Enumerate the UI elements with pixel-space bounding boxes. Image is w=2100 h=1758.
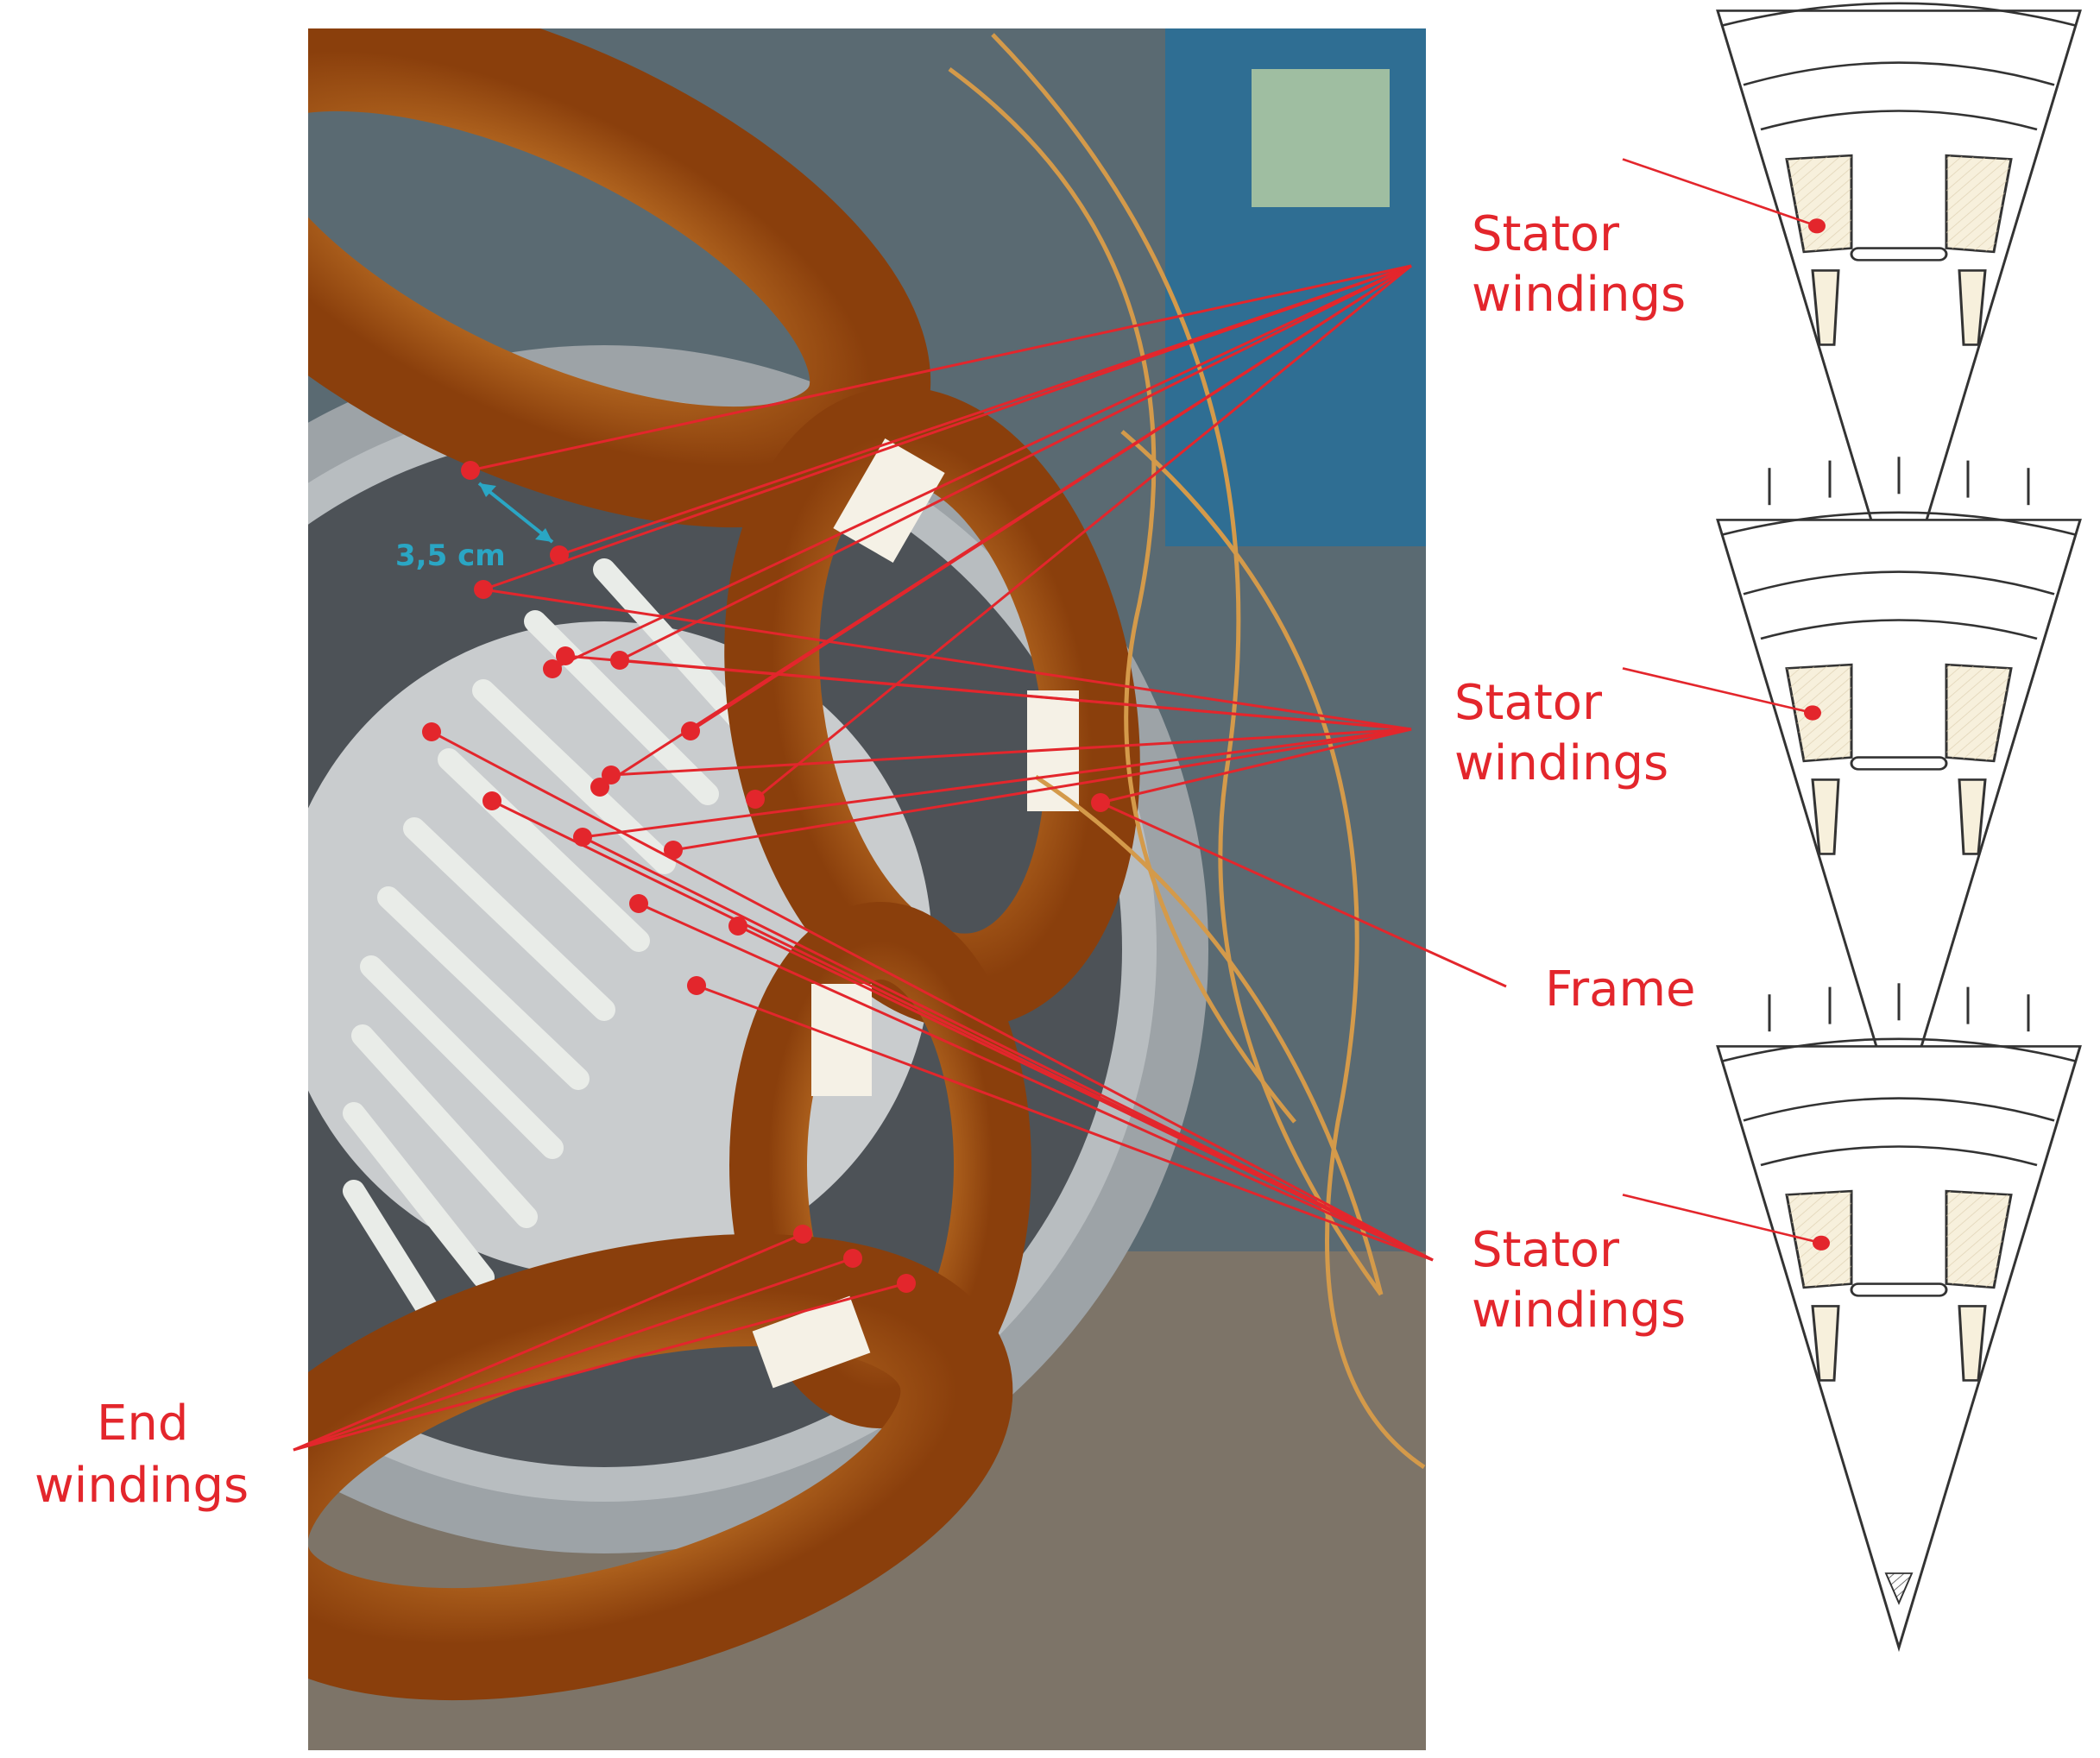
label-stator-windings-top-2: windings: [1472, 267, 1686, 323]
measurement-marker: 3,5 cm: [395, 482, 554, 573]
loose-wires: [948, 33, 1426, 1470]
label-stator-windings-bot-2: windings: [1472, 1282, 1686, 1339]
marker-top-wedge: [1808, 218, 1826, 234]
label-stator-windings-mid-2: windings: [1454, 735, 1668, 791]
leader-lines: [293, 264, 1507, 1452]
annotation-dots: [422, 461, 1110, 1293]
label-stator-windings-bot-1: Stator: [1472, 1222, 1620, 1278]
label-stator-windings-top-1: Stator: [1472, 206, 1620, 262]
stator-slots: [343, 558, 771, 1340]
measurement-label: 3,5 cm: [395, 539, 506, 573]
insulation-tape: [833, 438, 945, 563]
end-winding-bottom: [308, 1233, 1013, 1701]
slot-schematic-middle: [1622, 455, 2082, 1123]
label-end-windings-1: End: [97, 1396, 188, 1452]
slot-schematic-bottom: [1622, 981, 2082, 1649]
motor-photo: [308, 28, 1426, 1750]
label-frame: Frame: [1545, 961, 1695, 1018]
green-leaves: [1252, 69, 1390, 207]
marker-bottom-wedge: [1813, 1235, 1830, 1251]
slot-schematic-top: [1622, 0, 2082, 614]
label-end-windings-2: windings: [35, 1458, 249, 1514]
end-winding-center: [729, 902, 1031, 1428]
label-stator-windings-mid-1: Stator: [1454, 675, 1603, 731]
marker-middle-wedge: [1804, 705, 1821, 721]
